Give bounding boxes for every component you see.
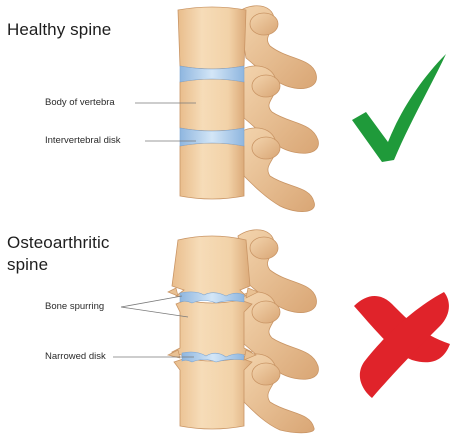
arthritic-vertebral-bodies	[172, 236, 252, 429]
healthy-processes	[238, 6, 318, 212]
label-bone-spurring: Bone spurring	[45, 301, 104, 312]
arthritic-spine-illustration	[168, 230, 318, 433]
check-mark-icon	[352, 54, 446, 162]
cross-mark-icon	[354, 292, 450, 398]
label-narrowed-disk: Narrowed disk	[45, 351, 106, 362]
arthritic-processes	[238, 230, 318, 433]
label-intervertebral-disk: Intervertebral disk	[45, 135, 121, 146]
healthy-spine-illustration	[178, 6, 318, 212]
osteoarthritic-spine-title-line2: spine	[7, 255, 48, 275]
label-body-of-vertebra: Body of vertebra	[45, 97, 115, 108]
osteoarthritic-spine-title-line1: Osteoarthritic	[7, 233, 110, 253]
healthy-spine-title: Healthy spine	[7, 20, 111, 40]
leader-bone-spurring-upper	[121, 296, 182, 307]
